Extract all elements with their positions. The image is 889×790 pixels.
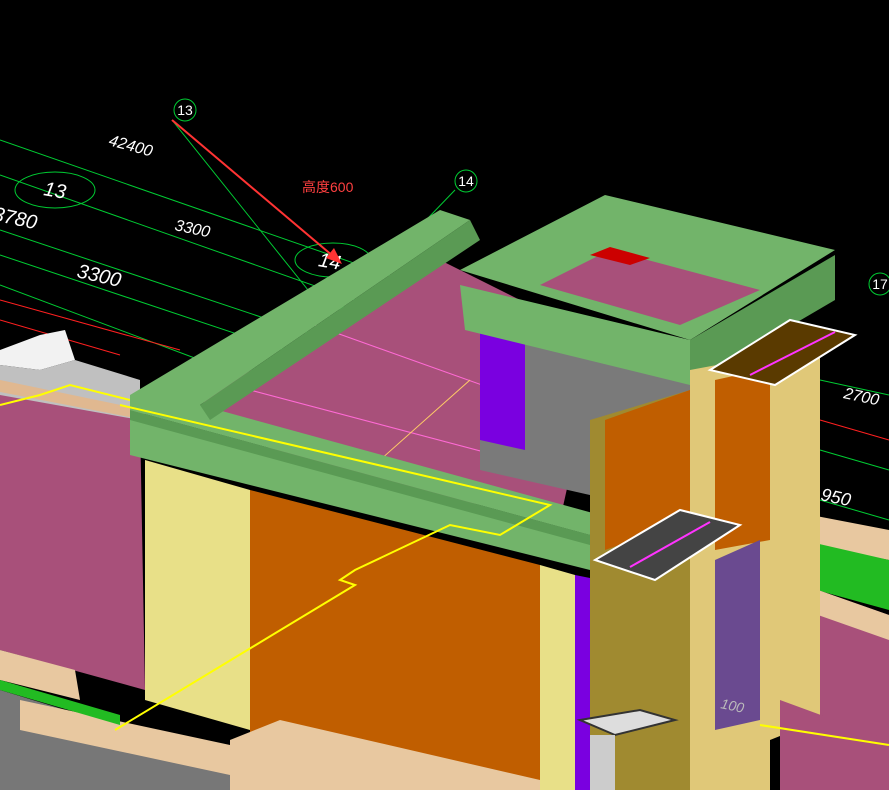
selection-outline-right xyxy=(759,724,889,746)
axis-ellipse-13: 13 xyxy=(14,171,96,209)
grid-lines xyxy=(0,119,889,521)
axis-marker-14[interactable]: 14 xyxy=(454,169,478,193)
axis-marker-17[interactable]: 17 xyxy=(868,272,889,296)
height-annotation-label: 高度600 xyxy=(302,179,354,195)
svg-text:14: 14 xyxy=(458,173,474,189)
roof-vent xyxy=(576,708,679,790)
pillars xyxy=(590,330,820,790)
selection-outline xyxy=(114,404,553,731)
front-wall xyxy=(145,460,590,790)
svg-text:13: 13 xyxy=(177,102,193,118)
svg-text:13: 13 xyxy=(42,178,68,204)
canopy-slabs xyxy=(592,318,858,582)
height-annotation-arrow xyxy=(171,119,342,264)
svg-text:17: 17 xyxy=(872,276,888,292)
left-building xyxy=(0,330,145,690)
axis-marker-13[interactable]: 13 xyxy=(173,98,197,122)
foreground-parapet xyxy=(0,650,889,790)
upper-parapet xyxy=(460,195,835,385)
dimension-100: 100 xyxy=(719,695,745,716)
